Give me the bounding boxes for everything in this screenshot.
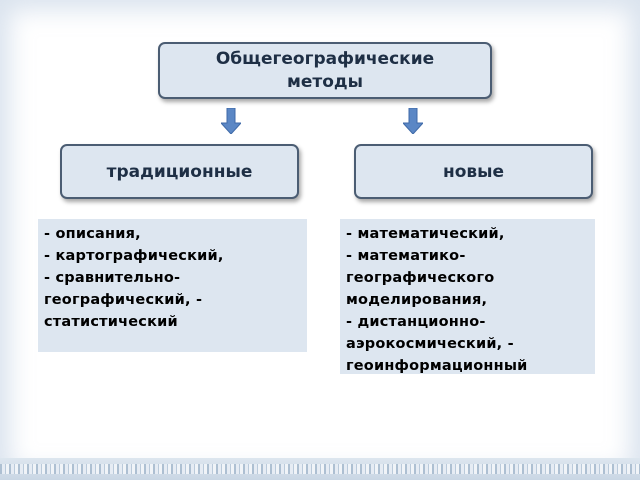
list-item: географический, - xyxy=(44,292,203,308)
list-item: - математический, xyxy=(346,226,505,242)
list-item: - картографический, xyxy=(44,248,224,264)
list-item: - описания, xyxy=(44,226,141,242)
list-item: географического xyxy=(346,270,495,286)
down-arrow-icon xyxy=(221,108,241,134)
root-node-general-geographic-methods: Общегеографические методы xyxy=(158,42,492,99)
branch-node-new: новые xyxy=(354,144,593,199)
branch-label-new: новые xyxy=(442,161,505,182)
decorative-bottom-band xyxy=(0,458,640,480)
traditional-methods-list: - описания, - картографический, - сравни… xyxy=(38,219,307,352)
down-arrow-icon xyxy=(403,108,423,134)
branch-label-traditional: традиционные xyxy=(106,161,253,182)
branch-node-traditional: традиционные xyxy=(60,144,299,199)
list-item: моделирования, xyxy=(346,292,488,308)
list-item: статистический xyxy=(44,314,178,330)
list-item: - математико- xyxy=(346,248,466,264)
root-node-title-line1: Общегеографические xyxy=(215,48,435,69)
root-node-title-line2: методы xyxy=(286,71,364,92)
list-item: - сравнительно- xyxy=(44,270,181,286)
new-methods-list: - математический, - математико- географи… xyxy=(340,219,595,374)
list-item: геоинформационный xyxy=(346,358,528,374)
list-item: - дистанционно- xyxy=(346,314,486,330)
list-item: аэрокосмический, - xyxy=(346,336,514,352)
